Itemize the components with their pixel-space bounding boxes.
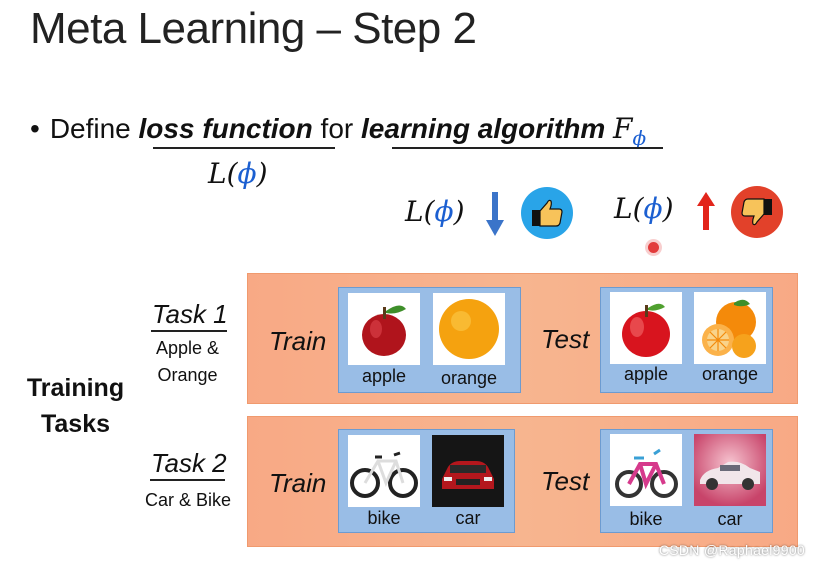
- define-text: Define: [49, 113, 131, 144]
- training-tasks-label: Training Tasks: [26, 374, 125, 438]
- apple-image: [348, 293, 420, 365]
- thumbs-down-icon: [731, 186, 783, 238]
- task2-test-label: Test: [541, 466, 590, 496]
- pointer-dot: [648, 242, 659, 253]
- loss-increase-symbol: L(ϕ): [614, 192, 674, 225]
- task2-test-item2: car: [717, 509, 743, 529]
- bike-image: [610, 434, 682, 506]
- task1-test-label: Test: [541, 324, 590, 354]
- task2-train-item2: car: [455, 508, 481, 528]
- task1-train-label: Train: [269, 326, 327, 356]
- arrow-up-icon: [697, 192, 715, 230]
- task2-underline: [150, 479, 225, 481]
- car-image: [694, 434, 766, 506]
- loss-decrease-symbol: L(ϕ): [405, 195, 465, 228]
- task1-train-item1: apple: [361, 366, 407, 386]
- thumbs-up-icon: [521, 187, 573, 239]
- bullet-dot: •: [30, 113, 40, 144]
- bike-image: [348, 435, 420, 507]
- task1-test-item2: orange: [701, 364, 759, 384]
- task2-test-item1: bike: [629, 509, 663, 529]
- task2-title: Task 2: [151, 448, 227, 478]
- task1-test-item1: apple: [623, 364, 669, 384]
- arrow-down-icon: [486, 192, 504, 236]
- task1-title: Task 1: [152, 299, 228, 329]
- task1-subtitle: Apple & Orange: [155, 338, 220, 385]
- task1-underline: [151, 330, 227, 332]
- task1-train-item2: orange: [440, 368, 498, 388]
- loss-function-text: loss function: [138, 113, 313, 144]
- orange-image: [694, 292, 766, 364]
- task2-train-label: Train: [269, 468, 327, 498]
- apple-image: [610, 292, 682, 364]
- f-symbol: Fϕ: [613, 112, 647, 150]
- task2-train-item1: bike: [367, 508, 401, 528]
- orange-image: [433, 293, 505, 365]
- learning-algorithm-text: learning algorithm: [361, 113, 606, 144]
- loss-function-underline: [153, 147, 335, 149]
- bullet-definition: • Define loss function for learning algor…: [30, 112, 647, 150]
- slide-title: Meta Learning – Step 2: [30, 4, 477, 53]
- watermark: CSDN @Raphael9900: [658, 542, 805, 558]
- task2-subtitle: Car & Bike: [144, 490, 232, 510]
- learning-algorithm-underline: [392, 147, 663, 149]
- for-text: for: [320, 113, 354, 144]
- car-image: [432, 435, 504, 507]
- loss-symbol: L(ϕ): [208, 157, 268, 190]
